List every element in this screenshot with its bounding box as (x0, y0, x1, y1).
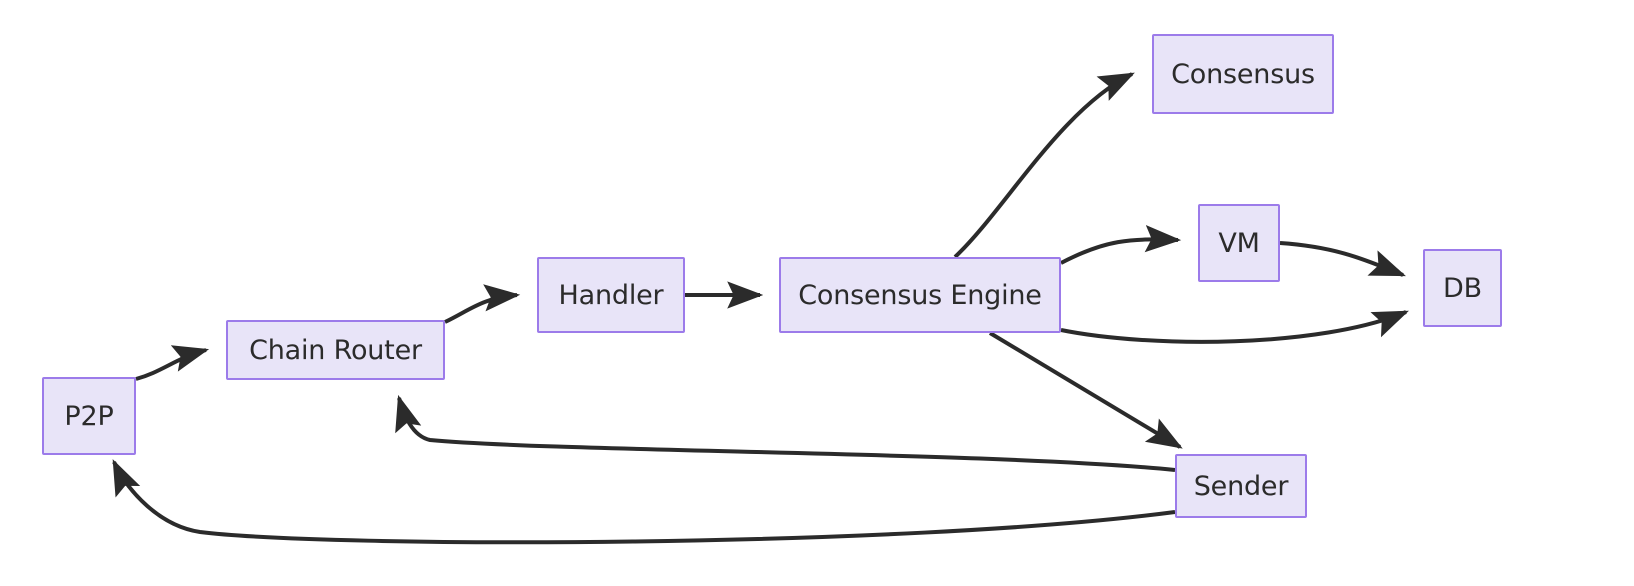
node-consensus[interactable]: Consensus (1152, 34, 1334, 114)
edge-sender-to-chain-router (395, 394, 1176, 472)
node-consensus-engine[interactable]: Consensus Engine (779, 257, 1061, 333)
edge-consensus-engine-to-consensus (953, 72, 1135, 259)
node-handler[interactable]: Handler (537, 257, 685, 333)
node-p2p[interactable]: P2P (42, 377, 136, 455)
edge-consensus-engine-to-sender (988, 331, 1183, 449)
node-chain-router-label: Chain Router (249, 334, 422, 366)
node-p2p-label: P2P (64, 400, 114, 432)
edge-chain-router-to-handler (444, 284, 521, 324)
edge-consensus-engine-to-db (1060, 310, 1409, 344)
node-sender[interactable]: Sender (1175, 454, 1307, 518)
node-handler-label: Handler (558, 279, 664, 311)
node-consensus-engine-label: Consensus Engine (798, 279, 1042, 311)
edge-vm-to-db (1279, 241, 1406, 277)
node-db[interactable]: DB (1423, 249, 1502, 327)
node-db-label: DB (1443, 272, 1482, 304)
node-consensus-label: Consensus (1171, 58, 1315, 90)
edge-p2p-to-chain-router (135, 345, 210, 381)
edge-sender-to-p2p (112, 459, 1176, 545)
node-vm-label: VM (1218, 227, 1260, 259)
node-vm[interactable]: VM (1198, 204, 1280, 282)
node-sender-label: Sender (1193, 470, 1289, 502)
edge-consensus-engine-to-vm (1060, 225, 1182, 265)
node-chain-router[interactable]: Chain Router (226, 320, 445, 380)
